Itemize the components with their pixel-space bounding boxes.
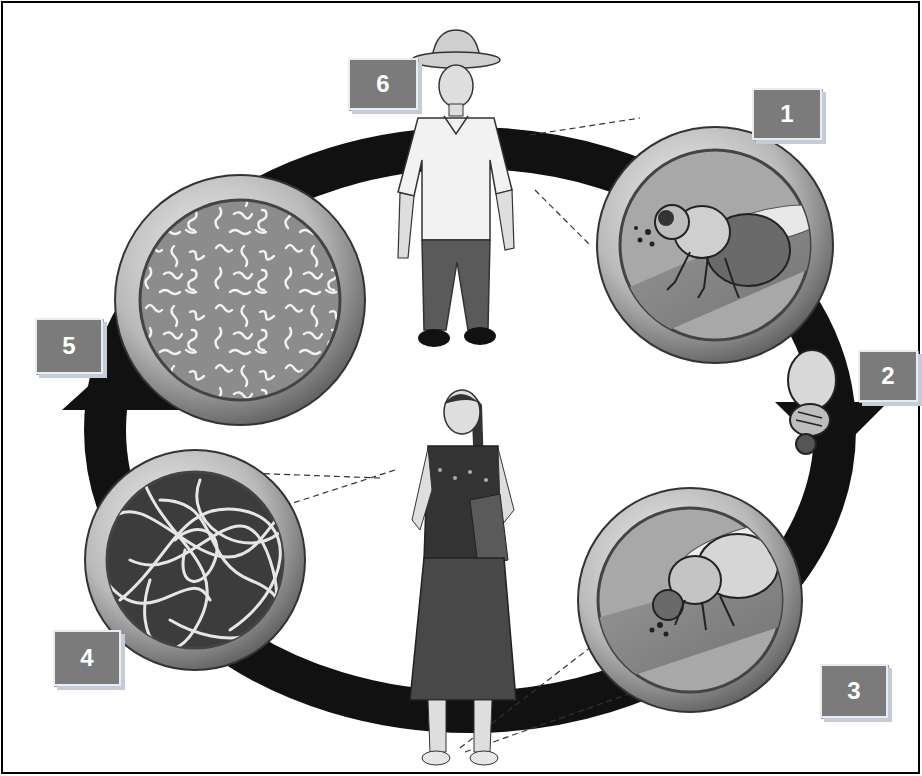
fly-on-skin-inset-part-part — [658, 210, 674, 226]
man-figure-part — [418, 329, 450, 347]
woman-figure-part — [410, 558, 516, 700]
leader-lines-part — [530, 118, 640, 135]
man-figure-part — [444, 116, 468, 134]
woman-figure-part — [428, 700, 446, 752]
man-figure-part — [422, 240, 490, 330]
fly-biting-inset-part-part-part — [675, 600, 685, 625]
callout-number: 2 — [881, 364, 894, 388]
small-fly — [788, 350, 836, 454]
callout-number: 5 — [62, 334, 75, 358]
woman-figure-part — [412, 448, 432, 530]
fly-on-skin-inset-part-part-part — [645, 229, 651, 235]
adult-worm-inset-part-part — [105, 580, 210, 603]
fly-on-skin-inset-part-part — [655, 205, 689, 239]
woman-figure-part-part — [468, 470, 472, 474]
fly-biting-inset-part-part-part — [664, 632, 669, 637]
callout-box: 6 — [348, 58, 418, 110]
man-figure-part — [464, 327, 496, 345]
fly-on-skin-inset-part-part-part — [725, 258, 739, 298]
man-figure-part — [449, 104, 463, 116]
fly-on-skin-inset-part-part-part — [638, 238, 643, 243]
adult-worm-inset-part-part — [175, 530, 217, 582]
fly-on-skin-inset-part — [597, 127, 833, 363]
woman-figure-part-part — [484, 478, 488, 482]
fly-on-skin-inset-part-part-part — [667, 252, 690, 290]
man-figure-part — [398, 193, 414, 258]
man-figure-part — [439, 65, 473, 107]
fly-biting-inset-part-part-part — [702, 602, 706, 630]
fly-biting-inset — [578, 488, 802, 712]
small-fly-part — [790, 404, 830, 436]
small-fly-part — [796, 412, 822, 426]
fly-on-skin-inset-part-part — [634, 226, 655, 247]
woman-figure-part — [444, 394, 480, 404]
woman-figure-part — [474, 700, 492, 752]
small-fly-part — [788, 350, 836, 410]
fly-on-skin-inset-part — [600, 197, 832, 360]
fly-biting-inset-part-part — [650, 622, 669, 637]
man-figure-part — [398, 118, 512, 240]
fly-biting-inset-part-part — [675, 596, 734, 630]
callout-box: 3 — [820, 664, 888, 718]
adult-worm-inset-part — [105, 470, 296, 650]
woman-figure-part — [438, 468, 488, 482]
callout-box: 5 — [35, 318, 103, 374]
woman-figure-part — [470, 494, 508, 566]
woman-figure — [410, 390, 516, 765]
adult-worm-inset-part-part — [160, 500, 280, 650]
fly-biting-inset-part-part-part — [657, 622, 663, 628]
fly-on-skin-inset-part-part — [667, 252, 739, 298]
fly-on-skin-inset-part-part-part — [698, 256, 708, 298]
woman-figure-part-part — [453, 476, 457, 480]
fly-on-skin-inset-part-part-part — [634, 226, 638, 230]
callout-box: 1 — [752, 88, 822, 140]
callout-box: 2 — [858, 350, 918, 402]
cycle-ring-part — [775, 402, 888, 458]
callout-number: 3 — [847, 679, 860, 703]
woman-figure-part — [422, 751, 450, 765]
microfilariae-inset-part — [140, 200, 340, 400]
callout-box: 4 — [53, 630, 121, 686]
microfilariae-inset-part — [115, 175, 365, 425]
fly-biting-inset-part — [578, 488, 802, 712]
callout-number: 4 — [80, 646, 93, 670]
woman-figure-part-part — [438, 468, 442, 472]
woman-figure-part — [444, 390, 480, 434]
microfilariae-inset — [115, 175, 365, 425]
fly-on-skin-inset-part-part-part — [650, 242, 655, 247]
fly-biting-inset-part — [590, 512, 802, 690]
man-figure-part — [496, 190, 514, 250]
leader-lines-part — [535, 190, 590, 245]
small-fly-part — [796, 434, 816, 454]
fly-biting-inset-part-part-part — [650, 628, 655, 633]
woman-figure-part — [470, 751, 498, 765]
fly-on-skin-inset — [597, 127, 833, 363]
callout-number: 1 — [780, 102, 793, 126]
callout-number: 6 — [376, 72, 389, 96]
fly-biting-inset-part-part-part — [720, 596, 734, 626]
